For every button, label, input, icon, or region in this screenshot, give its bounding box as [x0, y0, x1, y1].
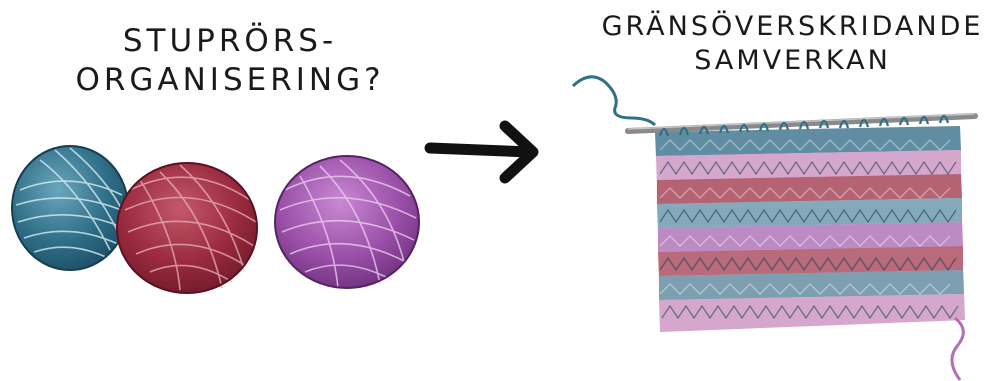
right-arrow-icon [430, 126, 533, 178]
yarn-ball-purple-icon [275, 156, 419, 288]
yarn-ball-red-icon [117, 163, 257, 293]
yarn-tail-icon [573, 77, 655, 125]
yarn-ball-teal-icon [12, 146, 128, 270]
knitted-fabric-icon [655, 126, 965, 332]
yarn-tail-bottom-icon [952, 318, 963, 380]
